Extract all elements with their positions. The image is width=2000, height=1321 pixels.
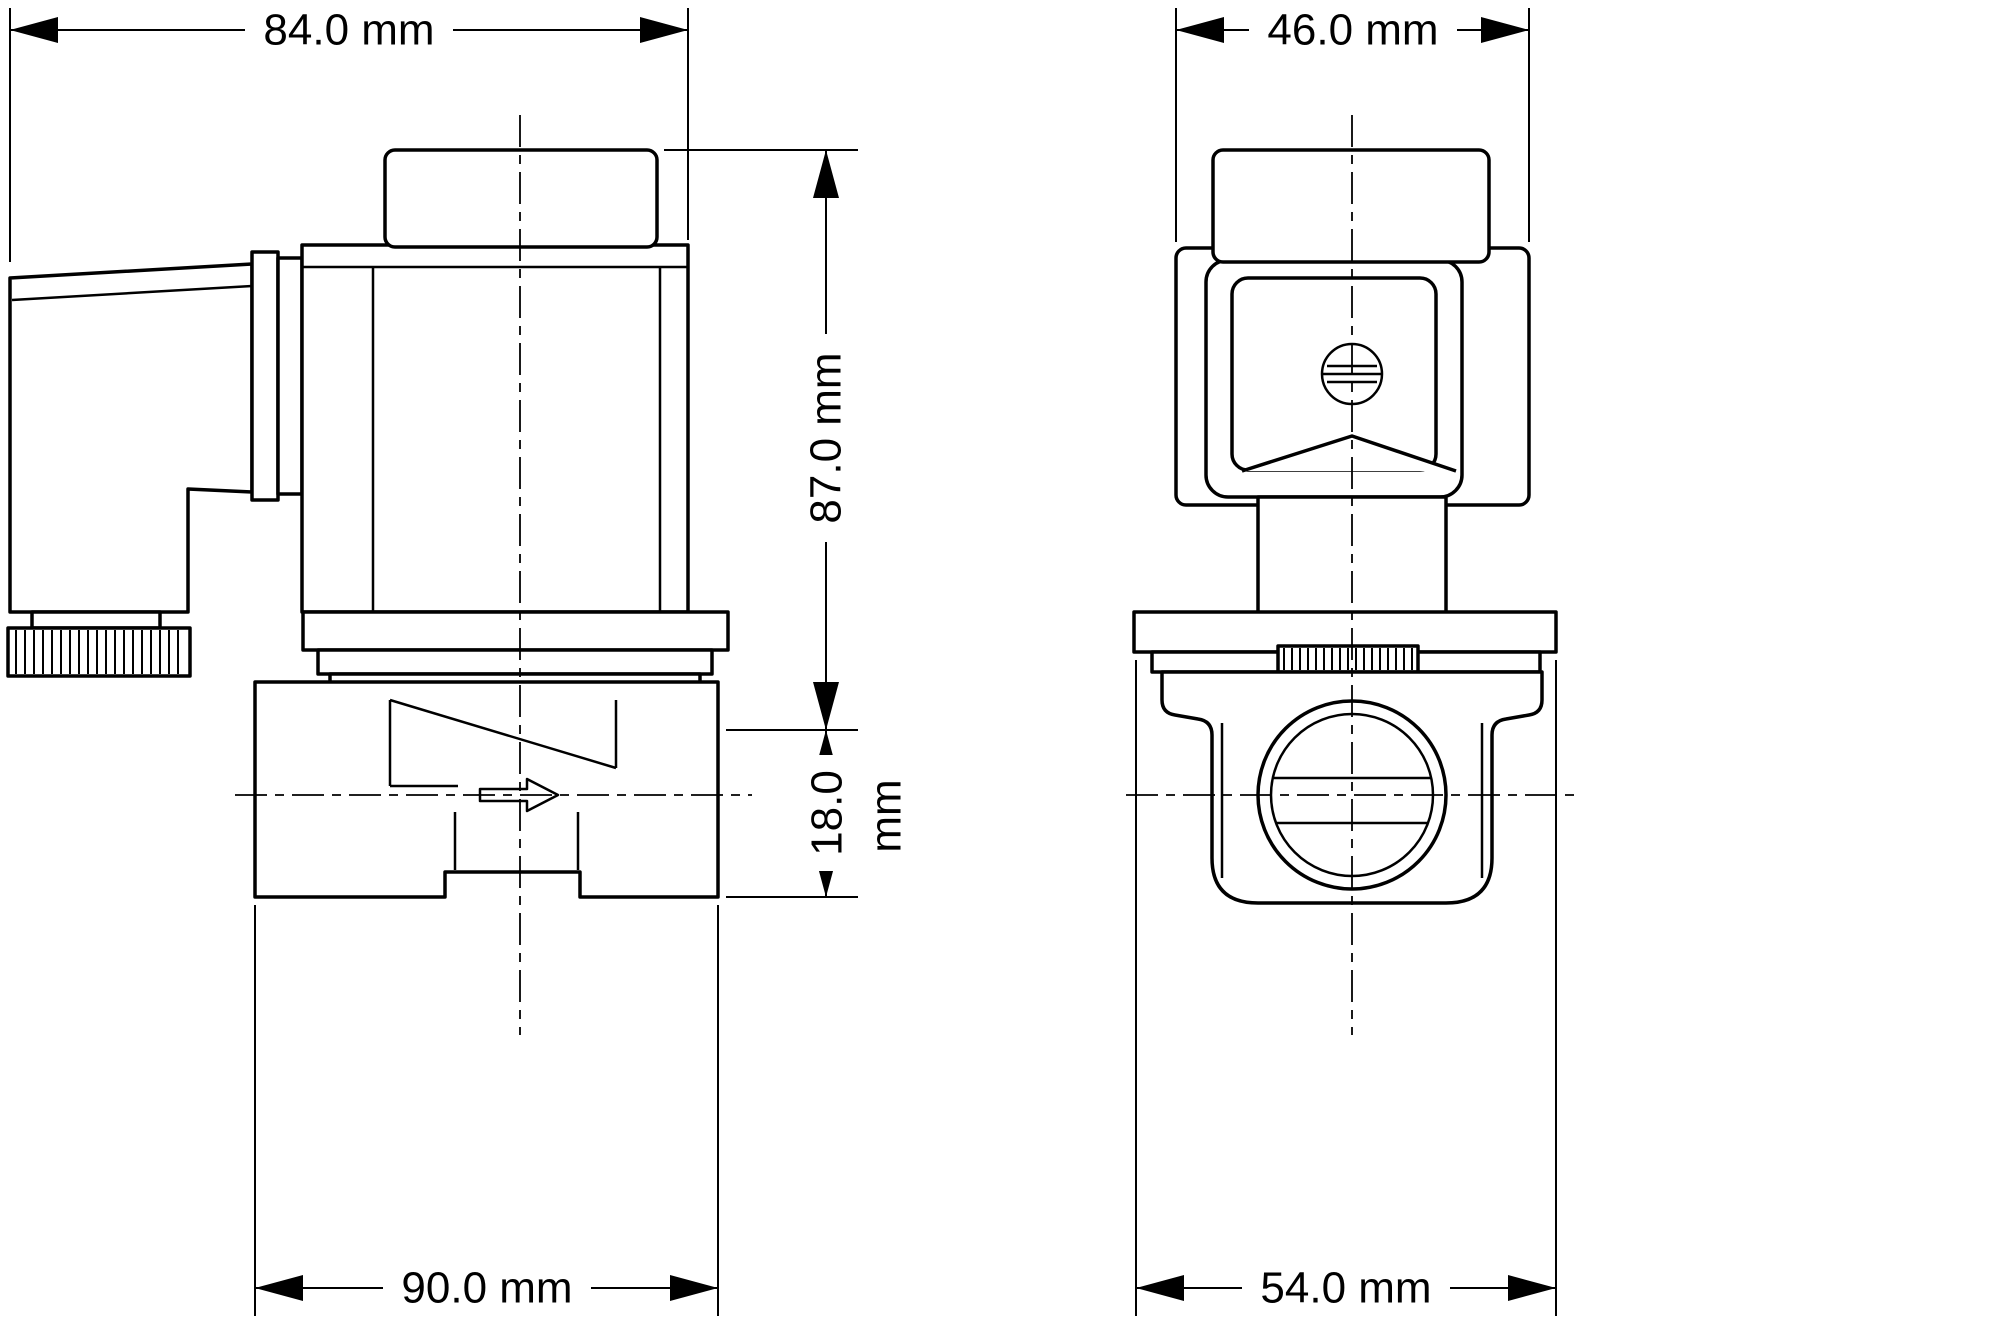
dim-label-bg	[1242, 1263, 1450, 1313]
arrowhead-right	[1508, 1275, 1556, 1301]
dimension-side-lower-height: 18.0 mm	[726, 730, 911, 898]
arrowhead-top	[813, 150, 839, 198]
coil-top-cap-front	[1211, 148, 1491, 264]
dim-label-bg	[801, 334, 851, 542]
port-inner-circle	[1269, 712, 1435, 878]
connector-chevron-fill	[1242, 436, 1456, 471]
cable-gland-knurl	[6, 626, 192, 678]
coil-flange-upper	[301, 610, 730, 652]
arrowhead-bottom	[813, 682, 839, 730]
arrowhead-left	[1176, 17, 1224, 43]
flow-direction-arrow	[478, 777, 560, 813]
arrowhead-right	[1481, 17, 1529, 43]
dimension-front-width: 46.0 mm	[1175, 5, 1530, 242]
dim-label-bg	[1249, 5, 1457, 55]
dim-label-90: 90.0 mm	[401, 1264, 572, 1313]
connector-chevron	[1241, 434, 1457, 473]
dimensions: 84.0 mm 87.0 mm 18.0	[9, 5, 1557, 1316]
front-view	[1126, 115, 1580, 1035]
arrowhead-left	[10, 17, 58, 43]
cable-gland-knurl-hatch	[15, 630, 179, 674]
dim-label-bg	[383, 1263, 591, 1313]
dim-label-bg	[245, 5, 453, 55]
knurled-ring-hatch	[1283, 648, 1413, 670]
dim-label-87: 87.0 mm	[802, 352, 851, 523]
side-view	[6, 115, 752, 1035]
arrowhead-right	[640, 17, 688, 43]
dim-unit-18: mm	[862, 779, 911, 852]
coil-flange-lower	[316, 648, 714, 676]
arrowhead-left	[255, 1275, 303, 1301]
arrowhead-right	[670, 1275, 718, 1301]
dim-label-46: 46.0 mm	[1267, 6, 1438, 55]
dimension-side-body-length: 90.0 mm	[254, 905, 719, 1316]
dim-label-18: 18.0	[803, 770, 852, 856]
connector-plate-outer	[250, 250, 280, 502]
dimension-side-upper-height: 87.0 mm	[664, 149, 858, 731]
dim-label-bg	[802, 755, 852, 871]
dimension-side-overall-width: 84.0 mm	[9, 5, 689, 262]
connector-plate-inner	[276, 256, 304, 496]
dim-unit-bg	[861, 770, 911, 862]
internal-seat-diagonal	[389, 698, 617, 770]
arrowhead-left	[1136, 1275, 1184, 1301]
cable-gland-neck	[30, 610, 162, 630]
cable-connector-arm-inner-line	[11, 284, 253, 302]
coil-top-cap	[383, 148, 659, 249]
dim-label-84: 84.0 mm	[263, 6, 434, 55]
cable-connector-arm	[8, 262, 254, 614]
dim-label-54: 54.0 mm	[1260, 1264, 1431, 1313]
dimension-front-flange-width: 54.0 mm	[1135, 660, 1557, 1316]
coil-housing	[300, 243, 690, 614]
